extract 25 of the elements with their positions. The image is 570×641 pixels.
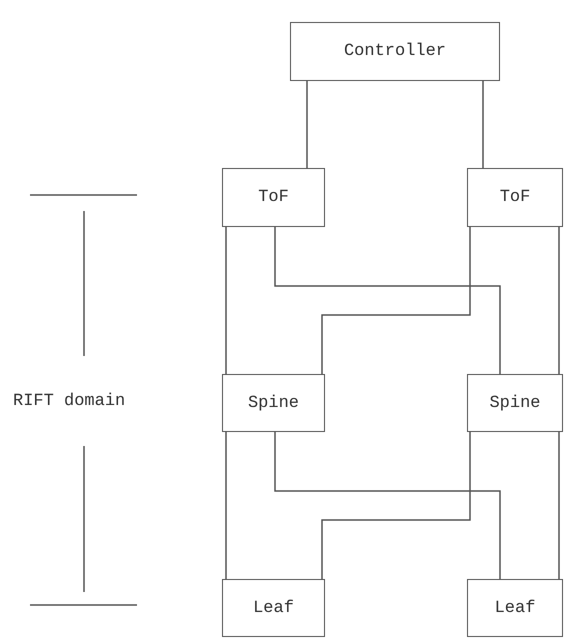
connector-line	[321, 227, 471, 374]
box	[290, 22, 500, 81]
connector-line	[274, 227, 501, 374]
node-label: Spine	[489, 394, 540, 412]
connector-line	[225, 432, 227, 579]
connector-line	[321, 432, 471, 579]
box	[222, 374, 325, 432]
box	[222, 579, 325, 637]
domain-label: RIFT domain	[13, 392, 126, 411]
connector-line	[274, 432, 501, 579]
node-label: ToF	[258, 188, 289, 207]
node-label: Spine	[248, 394, 299, 412]
node-label: Leaf	[494, 598, 536, 618]
connector-line	[482, 81, 484, 168]
box	[467, 579, 563, 637]
node-label: Controller	[344, 42, 446, 61]
node-label: Leaf	[253, 598, 294, 618]
connector-line	[558, 227, 560, 374]
connector-line	[306, 81, 308, 168]
connector-line	[558, 432, 560, 579]
box	[467, 168, 563, 227]
box	[467, 374, 563, 432]
node-label: ToF	[500, 188, 530, 207]
connector-line	[225, 227, 227, 374]
box	[222, 168, 325, 227]
